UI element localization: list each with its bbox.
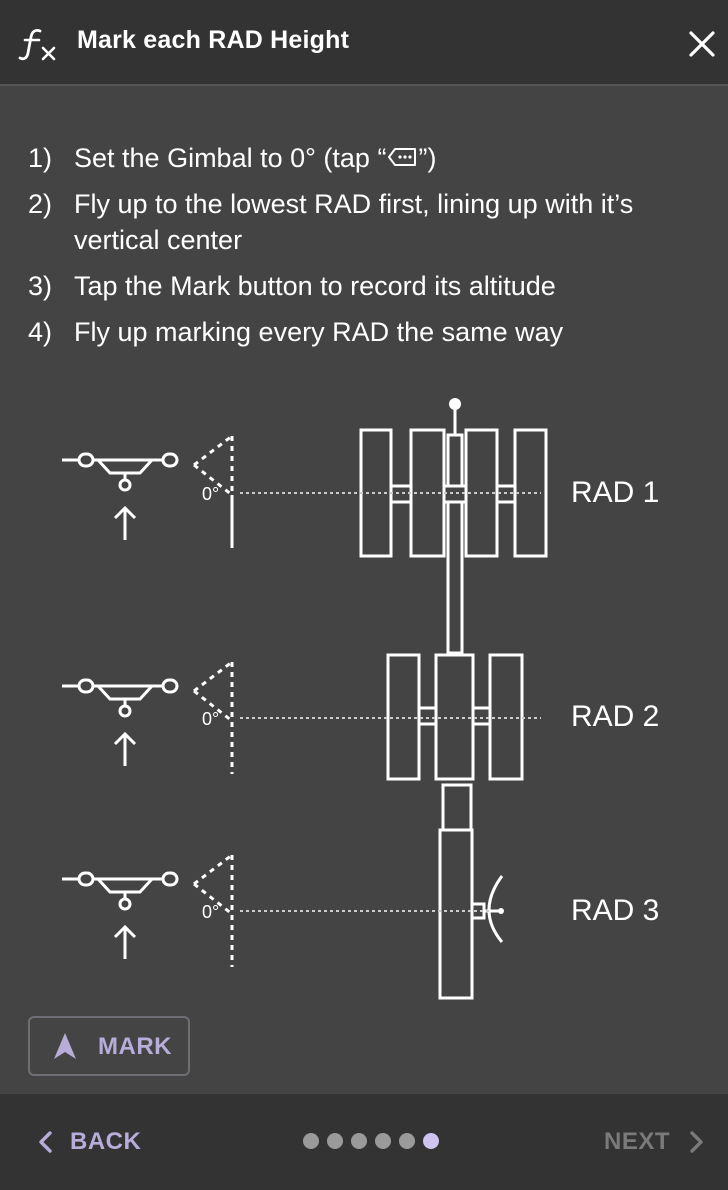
chevron-right-icon bbox=[690, 1131, 703, 1153]
gimbal-angle-label: 0° bbox=[202, 902, 219, 922]
drone-icon bbox=[60, 853, 234, 967]
page-dot bbox=[303, 1133, 319, 1149]
page-dot bbox=[375, 1133, 391, 1149]
rad-label: RAD 2 bbox=[571, 700, 660, 733]
instruction-step: 2) Fly up to the lowest RAD first, linin… bbox=[28, 186, 718, 258]
step-text: Tap the Mark button to record its altitu… bbox=[74, 271, 556, 301]
instruction-step: 3) Tap the Mark button to record its alt… bbox=[28, 268, 718, 304]
drone-icon bbox=[60, 660, 234, 774]
instruction-list: 1) Set the Gimbal to 0° (tap “ ”) 2) Fly … bbox=[28, 140, 718, 360]
drone-icon bbox=[60, 434, 234, 548]
function-fx-icon bbox=[18, 28, 56, 61]
dialog-header: Mark each RAD Height bbox=[0, 0, 728, 86]
instruction-step: 4) Fly up marking every RAD the same way bbox=[28, 314, 718, 350]
rad-height-diagram: 0° 0° 0° RAD 1 RAD 2 RAD 3 bbox=[0, 390, 728, 1010]
dialog-title: Mark each RAD Height bbox=[77, 26, 350, 54]
mark-button[interactable]: MARK bbox=[28, 1016, 190, 1076]
step-text-part: ”) bbox=[418, 143, 437, 173]
rad-label: RAD 3 bbox=[571, 894, 660, 927]
back-button[interactable]: BACK bbox=[36, 1124, 156, 1160]
step-text: Fly up to the lowest RAD first, lining u… bbox=[74, 189, 634, 255]
next-button-label: NEXT bbox=[604, 1128, 671, 1155]
step-number: 4) bbox=[28, 317, 53, 347]
page-dot bbox=[351, 1133, 367, 1149]
chevron-left-icon bbox=[39, 1131, 52, 1153]
step-number: 2) bbox=[28, 189, 53, 219]
gimbal-angle-label: 0° bbox=[202, 709, 219, 729]
mark-button-label: MARK bbox=[98, 1033, 172, 1060]
wizard-footer: BACK NEXT bbox=[0, 1094, 728, 1190]
tower-illustration: 0° 0° 0° bbox=[60, 398, 548, 1000]
navigation-arrow-icon bbox=[54, 1033, 76, 1059]
instruction-step: 1) Set the Gimbal to 0° (tap “ ”) bbox=[28, 140, 718, 176]
gimbal-reset-icon bbox=[388, 147, 417, 166]
step-text: Fly up marking every RAD the same way bbox=[74, 317, 564, 347]
step-number: 3) bbox=[28, 271, 53, 301]
close-icon[interactable] bbox=[688, 30, 716, 58]
page-dot-active bbox=[423, 1133, 439, 1149]
next-button[interactable]: NEXT bbox=[604, 1124, 714, 1160]
step-text-part: Set the Gimbal to 0° (tap “ bbox=[74, 143, 387, 173]
page-dot bbox=[327, 1133, 343, 1149]
rad-label: RAD 1 bbox=[571, 476, 660, 509]
step-text: Set the Gimbal to 0° (tap “ ”) bbox=[74, 140, 718, 176]
back-button-label: BACK bbox=[70, 1128, 142, 1155]
step-number: 1) bbox=[28, 143, 53, 173]
page-dot bbox=[399, 1133, 415, 1149]
gimbal-angle-label: 0° bbox=[202, 484, 219, 504]
